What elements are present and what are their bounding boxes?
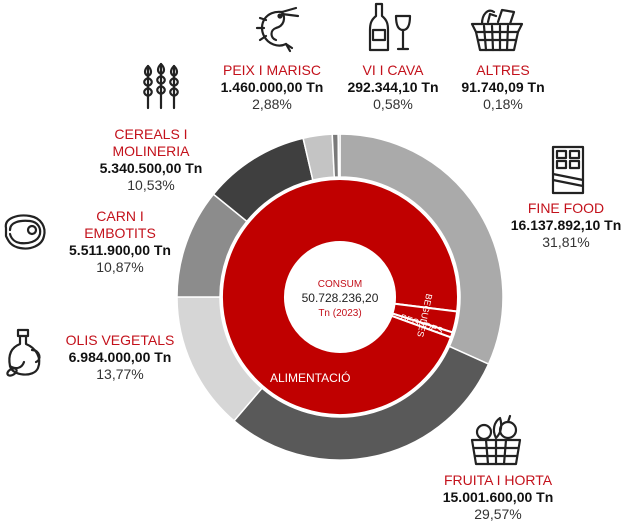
steak-icon <box>0 212 48 252</box>
label-name: FINE FOOD <box>527 200 605 216</box>
outer-slice-altres <box>337 133 341 178</box>
label-peix: PEIX I MARISC 1.460.000,00 Tn 2,88% <box>212 62 332 113</box>
label-name: CARN I EMBOTITS <box>84 208 156 242</box>
label-percent: 10,53% <box>127 177 175 194</box>
basket-icon <box>468 4 526 54</box>
shrimp-icon <box>252 4 300 54</box>
label-percent: 29,57% <box>474 506 522 523</box>
center-line2: 50.728.236,20 <box>302 291 379 305</box>
chocolate-bar-icon <box>550 144 586 196</box>
label-percent: 0,58% <box>373 96 413 113</box>
center-line1: CONSUM <box>318 279 362 290</box>
label-amount: 91.740,09 Tn <box>461 79 545 96</box>
label-percent: 10,87% <box>96 259 144 276</box>
label-amount: 6.984.000,00 Tn <box>68 349 172 366</box>
label-amount: 292.344,10 Tn <box>347 79 439 96</box>
label-name: FRUITA I HORTA <box>443 472 553 488</box>
label-fruita: FRUITA I HORTA 15.001.600,00 Tn 29,57% <box>418 472 578 523</box>
label-carn: CARN I EMBOTITS 5.511.900,00 Tn 10,87% <box>60 208 180 276</box>
label-percent: 2,88% <box>252 96 292 113</box>
inner-label-alimentacio: ALIMENTACIÓ <box>270 370 350 385</box>
label-altres: ALTRES 91.740,09 Tn 0,18% <box>448 62 558 113</box>
label-cereals: CEREALS I MOLINERIA 5.340.500,00 Tn 10,5… <box>90 126 212 194</box>
label-name: PEIX I MARISC <box>222 62 322 78</box>
label-amount: 1.460.000,00 Tn <box>220 79 324 96</box>
label-percent: 0,18% <box>483 96 523 113</box>
label-amount: 5.340.500,00 Tn <box>99 160 203 177</box>
label-vi: VI I CAVA 292.344,10 Tn 0,58% <box>338 62 448 113</box>
label-amount: 16.137.892,10 Tn <box>510 217 622 234</box>
outer-ring <box>176 133 504 461</box>
oil-bottle-icon <box>2 326 48 382</box>
label-amount: 5.511.900,00 Tn <box>69 242 171 259</box>
wheat-icon <box>136 56 186 110</box>
label-olis: OLIS VEGETALS 6.984.000,00 Tn 13,77% <box>50 332 190 383</box>
label-name: VI I CAVA <box>362 62 424 78</box>
center-hole <box>285 242 395 352</box>
label-percent: 13,77% <box>96 366 144 383</box>
label-amount: 15.001.600,00 Tn <box>442 489 554 506</box>
vegetable-crate-icon <box>466 412 526 466</box>
label-name: OLIS VEGETALS <box>65 332 175 348</box>
label-name: CEREALS I MOLINERIA <box>112 126 190 160</box>
label-percent: 31,81% <box>542 234 590 251</box>
label-fine-food: FINE FOOD 16.137.892,10 Tn 31,81% <box>498 200 634 251</box>
wine-icon <box>366 2 412 54</box>
label-name: ALTRES <box>476 62 530 78</box>
center-line3: Tn (2023) <box>318 308 361 319</box>
